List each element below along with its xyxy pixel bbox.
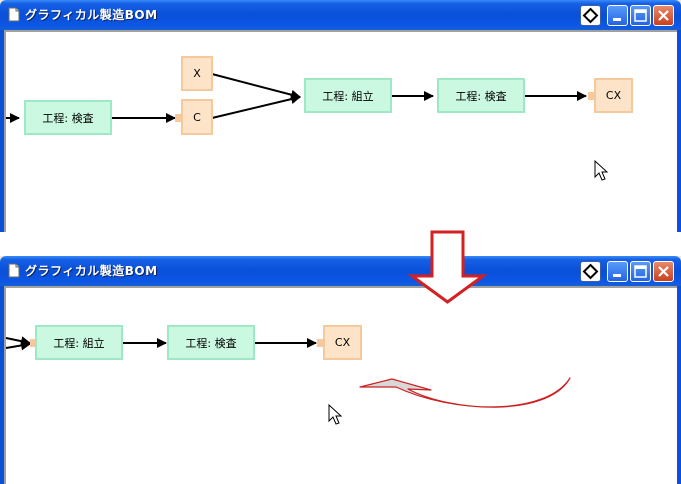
title-bar[interactable]: グラフィカル製造BOM xyxy=(0,256,681,286)
cursor-icon xyxy=(594,160,608,181)
close-icon xyxy=(658,266,669,277)
input-port xyxy=(588,92,594,100)
maximize-button[interactable] xyxy=(630,261,651,282)
input-port xyxy=(317,339,323,347)
bom-canvas[interactable]: 工程: 検査 X C 工程: 組立 工程: 検査 CX xyxy=(4,30,677,232)
window-after: グラフィカル製造BOM xyxy=(0,256,681,484)
node-process-inspect[interactable]: 工程: 検査 xyxy=(24,100,112,135)
maximize-icon xyxy=(634,9,647,22)
maximize-button[interactable] xyxy=(630,5,651,26)
edge-x-to-assemble xyxy=(211,73,301,100)
window-title: グラフィカル製造BOM xyxy=(25,264,158,278)
document-icon xyxy=(8,263,20,278)
node-label: 工程: 組立 xyxy=(53,336,105,350)
close-button[interactable] xyxy=(653,261,674,282)
window-frame-right xyxy=(677,286,681,484)
node-label: 工程: 検査 xyxy=(185,336,237,350)
close-button[interactable] xyxy=(653,5,674,26)
minimize-button[interactable] xyxy=(607,5,628,26)
edge-offscreen-to-assemble xyxy=(6,336,31,347)
input-port xyxy=(175,114,181,122)
document-icon xyxy=(8,7,20,22)
pin-icon xyxy=(582,263,599,280)
edge-layer xyxy=(6,336,317,351)
close-icon xyxy=(658,10,669,21)
window-frame-right xyxy=(677,30,681,232)
edge-c-to-assemble xyxy=(211,94,301,119)
node-label: C xyxy=(193,110,201,124)
node-label: 工程: 検査 xyxy=(455,89,507,103)
edge-layer xyxy=(6,73,587,123)
node-process-inspect[interactable]: 工程: 検査 xyxy=(437,78,525,113)
window-frame-left xyxy=(0,30,4,232)
node-part-x[interactable]: X xyxy=(181,56,213,91)
window-frame-left xyxy=(0,286,4,484)
pin-button[interactable] xyxy=(580,261,601,282)
node-label: X xyxy=(193,67,201,80)
pin-button[interactable] xyxy=(580,5,601,26)
node-label: CX xyxy=(334,336,351,349)
node-process-inspect[interactable]: 工程: 検査 xyxy=(167,325,255,360)
cursor-icon xyxy=(328,404,342,425)
input-port xyxy=(30,339,36,347)
window-before: グラフィカル製造BOM xyxy=(0,0,681,232)
pin-icon xyxy=(582,7,599,24)
node-part-cx[interactable]: CX xyxy=(594,78,633,113)
node-part-cx[interactable]: CX xyxy=(323,325,362,360)
bom-canvas[interactable]: 工程: 組立 工程: 検査 CX xyxy=(4,286,677,484)
node-label: 工程: 検査 xyxy=(42,111,94,125)
minimize-icon xyxy=(613,274,621,277)
minimize-icon xyxy=(613,18,621,21)
minimize-button[interactable] xyxy=(607,261,628,282)
node-part-c[interactable]: C xyxy=(181,99,213,135)
window-title: グラフィカル製造BOM xyxy=(25,8,158,22)
node-label: CX xyxy=(605,89,622,102)
maximize-icon xyxy=(634,265,647,278)
node-process-assemble[interactable]: 工程: 組立 xyxy=(304,78,392,113)
node-label: 工程: 組立 xyxy=(322,89,374,103)
node-process-assemble[interactable]: 工程: 組立 xyxy=(35,325,123,360)
title-bar[interactable]: グラフィカル製造BOM xyxy=(0,0,681,30)
edge-offscreen-to-assemble xyxy=(6,340,31,351)
